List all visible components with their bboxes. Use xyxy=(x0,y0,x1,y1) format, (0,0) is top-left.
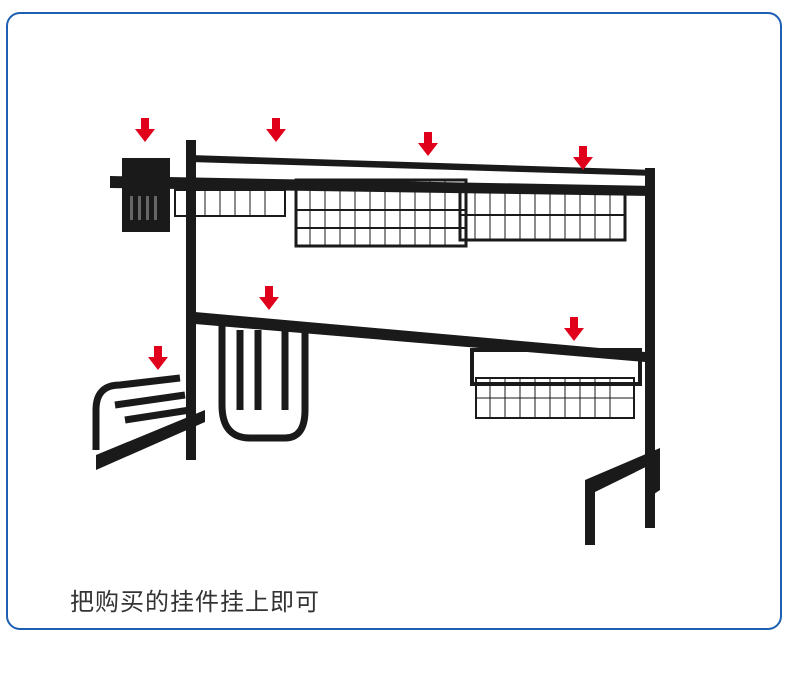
utensil-holder xyxy=(122,158,170,232)
down-arrow-icon xyxy=(148,346,168,370)
down-arrow-icon xyxy=(135,118,155,142)
down-arrow-icon xyxy=(418,132,438,156)
down-arrow-icon xyxy=(573,146,593,170)
board-holder xyxy=(218,320,309,442)
down-arrow-icon xyxy=(266,118,286,142)
down-arrow-icon xyxy=(259,286,279,310)
top-baskets xyxy=(174,178,627,248)
middle-basket xyxy=(470,348,642,419)
dish-rack xyxy=(96,140,660,545)
down-arrow-icon xyxy=(564,317,584,341)
cutting-board-stand xyxy=(92,374,191,450)
caption-text: 把购买的挂件挂上即可 xyxy=(70,588,320,616)
top-basket-wires xyxy=(189,180,611,246)
